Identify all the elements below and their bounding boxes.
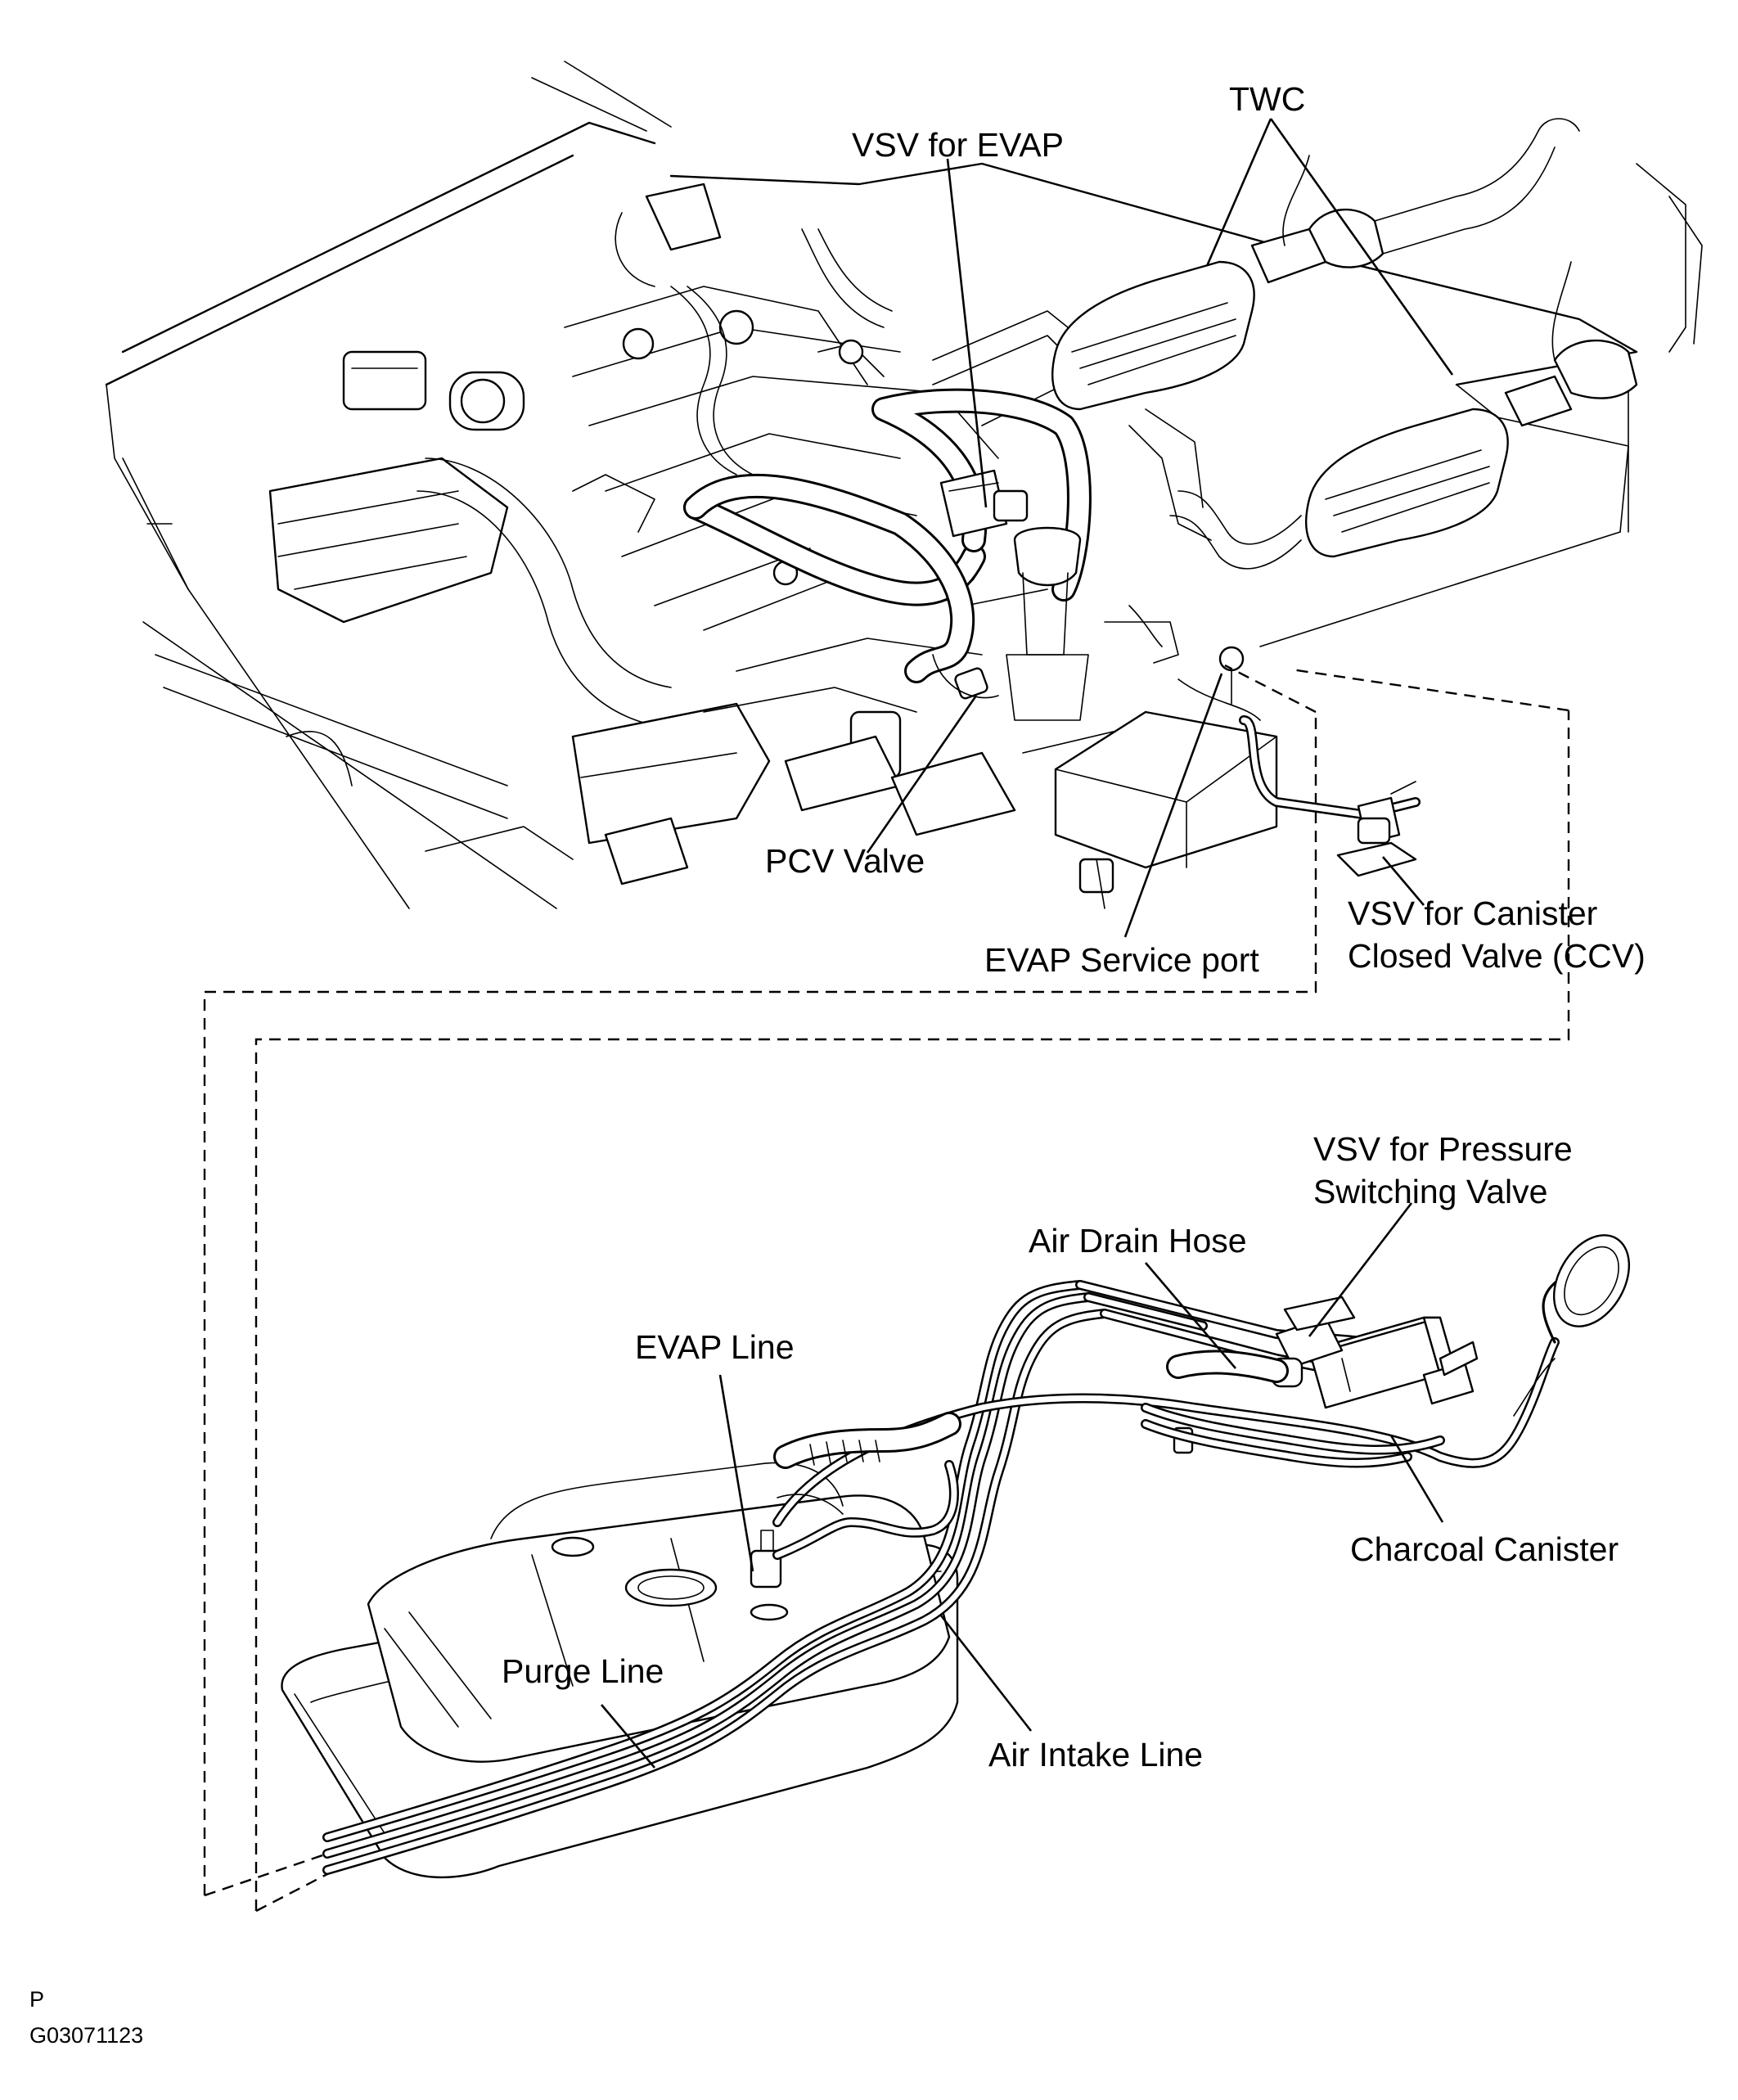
vsv-ccv-leader: [1382, 856, 1425, 906]
label-switching-valve: Switching Valve: [1313, 1173, 1547, 1210]
label-pcv-valve: PCV Valve: [765, 842, 925, 880]
air-drain-hose-leader: [1145, 1262, 1236, 1369]
purge-line-leader: [601, 1704, 655, 1769]
label-twc: TWC: [1229, 80, 1305, 118]
evap-service-port-leader: [1123, 673, 1223, 938]
pcv-valve-leader: [866, 695, 978, 854]
charcoal-canister-leader: [1389, 1435, 1444, 1523]
label-vsv-for-evap: VSV for EVAP: [852, 126, 1064, 164]
label-closed-valve-ccv: Closed Valve (CCV): [1348, 937, 1646, 975]
callout-labels: TWC VSV for EVAP PCV Valve EVAP Service …: [502, 80, 1646, 1773]
label-air-intake-line: Air Intake Line: [988, 1736, 1203, 1773]
evap-line-leader: [718, 1374, 754, 1572]
fuel-tank-illustration: [281, 1234, 1631, 1879]
figure-letter: P: [29, 1987, 44, 2012]
leader-lines: [601, 118, 1454, 1769]
label-charcoal-canister: Charcoal Canister: [1350, 1530, 1619, 1568]
label-purge-line: Purge Line: [502, 1652, 664, 1690]
label-evap-service-port: EVAP Service port: [984, 941, 1259, 979]
vsv-evap-leader: [946, 158, 988, 508]
label-vsv-for-pressure: VSV for Pressure: [1313, 1130, 1573, 1168]
figure-number: G03071123: [29, 2023, 143, 2048]
dashed-connector-outline: [203, 664, 1570, 1913]
twc-leader-left: [1205, 118, 1272, 267]
figure-code: P G03071123: [29, 1987, 143, 2048]
twc-leader-right: [1269, 118, 1454, 376]
label-vsv-for-canister: VSV for Canister: [1348, 895, 1597, 932]
label-air-drain-hose: Air Drain Hose: [1029, 1222, 1247, 1260]
air-intake-line-leader: [939, 1615, 1033, 1732]
engine-bay-illustration: [105, 61, 1703, 909]
label-evap-line: EVAP Line: [635, 1328, 795, 1366]
vsv-psv-leader: [1308, 1202, 1413, 1337]
